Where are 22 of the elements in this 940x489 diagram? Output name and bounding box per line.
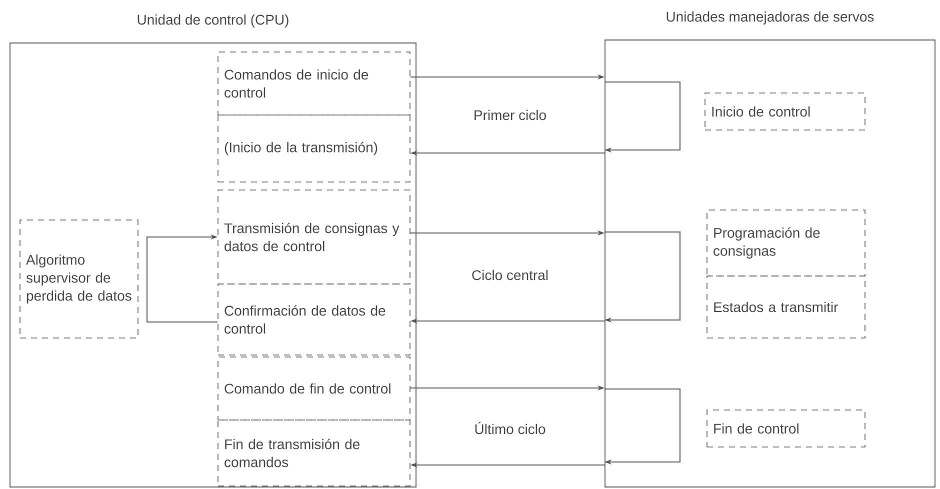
dashed-box: Programación de consignas [706, 210, 866, 276]
container-box [10, 42, 416, 488]
dashed-box: Algoritmo supervisor de perdida de datos [20, 220, 138, 338]
dashed-box: Fin de control [706, 410, 866, 448]
dashed-box: Estados a transmitir [706, 276, 866, 338]
dashed-box: Comandos de inicio de control [218, 52, 410, 116]
container-box [604, 40, 936, 488]
cycle-label: Ciclo central [472, 270, 548, 280]
cycle-label: Último ciclo [475, 422, 546, 434]
cycle-label: Primer ciclo [474, 110, 546, 120]
arrow [604, 82, 680, 153]
dashed-box: Transmisión de consignas y datos de control [218, 190, 410, 284]
arrow [604, 232, 680, 323]
box-heading: Unidad de control (CPU) [138, 14, 288, 28]
dashed-box: (Inicio de la transmisión) [218, 114, 410, 182]
box-heading: Unidades manejadoras de servos [666, 11, 874, 24]
dashed-box: Confirmación de datos de control [218, 284, 410, 356]
arrow [604, 388, 680, 465]
dashed-box: Inicio de control [704, 92, 866, 130]
dashed-box: Fin de transmisión de comandos [218, 420, 410, 486]
dashed-box: Comando de fin de control [218, 356, 410, 420]
arrow [146, 234, 218, 322]
